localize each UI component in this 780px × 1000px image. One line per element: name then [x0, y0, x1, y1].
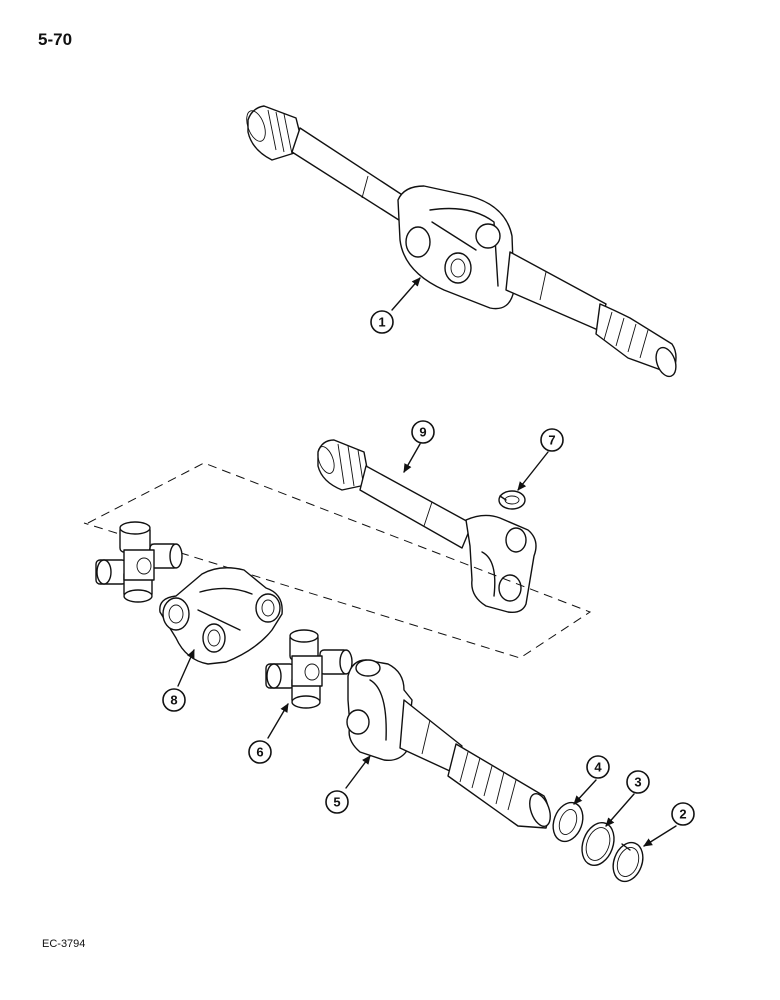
leader-5 [345, 755, 371, 789]
centering-yoke-housing [159, 567, 283, 665]
callout-5-label: 5 [333, 795, 340, 810]
callout-6-label: 6 [256, 745, 263, 760]
callout-9-label: 9 [419, 425, 426, 440]
universal-joint-cross-upper [95, 521, 183, 603]
snap-ring-part-2 [612, 841, 644, 883]
callout-8: 8 [162, 688, 186, 712]
callout-4-label: 4 [594, 760, 602, 775]
callout-8-label: 8 [170, 693, 177, 708]
callout-1: 1 [370, 310, 394, 334]
page-number: 5-70 [38, 30, 73, 49]
seal-part-4 [552, 801, 584, 843]
callout-1-label: 1 [378, 315, 385, 330]
leader-3 [605, 793, 635, 827]
callout-3-label: 3 [634, 775, 641, 790]
callout-9: 9 [411, 420, 435, 444]
callout-4: 4 [586, 755, 610, 779]
callout-2: 2 [671, 802, 695, 826]
leader-4 [573, 779, 597, 805]
leader-7 [517, 451, 549, 491]
callout-6: 6 [248, 740, 272, 764]
inner-axle-shaft [317, 439, 537, 614]
ring-part-3 [581, 821, 615, 867]
figure-code: EC-3794 [42, 938, 86, 950]
dashed-assembly-boundary [83, 462, 592, 659]
snap-ring-small [498, 490, 526, 510]
outer-axle-shaft [346, 659, 551, 829]
leader-8 [177, 649, 195, 687]
callout-7-label: 7 [548, 433, 555, 448]
leader-lines [177, 277, 677, 847]
leader-6 [267, 703, 289, 739]
callout-5: 5 [325, 790, 349, 814]
assembled-axle-shaft [246, 105, 677, 378]
callout-7: 7 [540, 428, 564, 452]
universal-joint-cross-lower [265, 629, 353, 709]
leader-1 [391, 277, 421, 311]
leader-2 [643, 825, 677, 847]
leader-9 [403, 443, 421, 473]
callout-3: 3 [626, 770, 650, 794]
callout-2-label: 2 [679, 807, 686, 822]
